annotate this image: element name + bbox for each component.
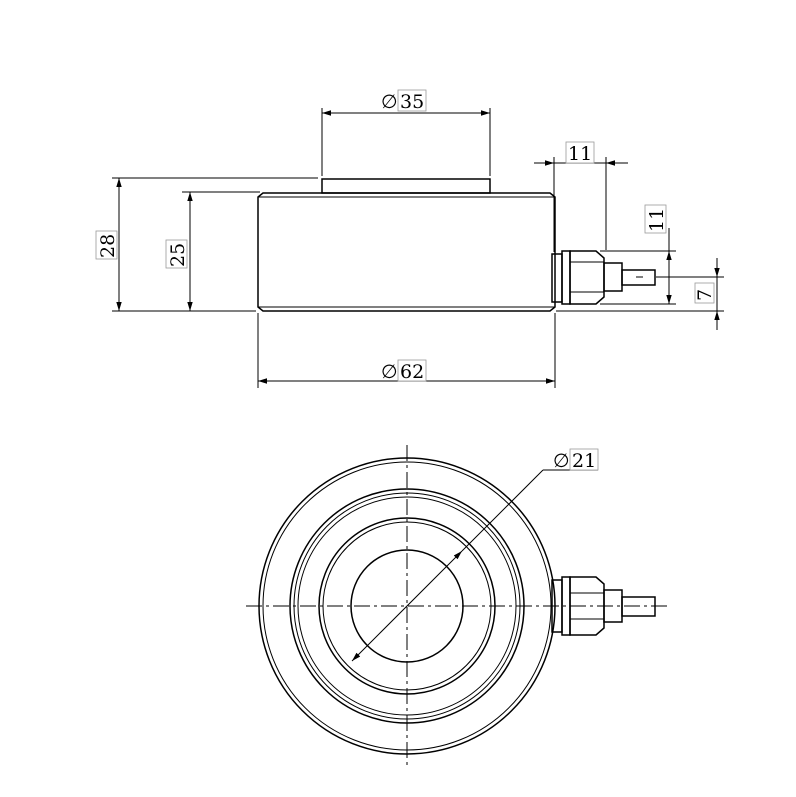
svg-text:21: 21: [572, 450, 596, 472]
svg-text:62: 62: [400, 361, 424, 383]
svg-text:35: 35: [400, 91, 424, 113]
top-view: ∅ 21: [246, 445, 668, 768]
dim-connector-length: 11: [565, 141, 595, 165]
cable-connector-side: [551, 250, 656, 305]
cable-connector-top: [551, 576, 656, 636]
dim-body-diameter: ∅ 62: [381, 359, 427, 383]
svg-text:11: 11: [646, 208, 668, 232]
dim-body-height: 25: [165, 239, 189, 269]
dim-inner-diameter: ∅ 21: [553, 448, 599, 472]
dim-total-height: 28: [95, 230, 119, 260]
middle-ring: [289, 488, 525, 724]
svg-text:11: 11: [568, 143, 592, 165]
svg-text:∅: ∅: [553, 450, 570, 472]
center-bore: [350, 549, 464, 663]
inner-ring: [318, 517, 496, 695]
outer-ring: [258, 457, 556, 755]
svg-text:25: 25: [167, 243, 189, 267]
dim-connector-height: 11: [644, 204, 668, 234]
body-outline: [257, 192, 556, 312]
svg-text:7: 7: [694, 289, 716, 301]
svg-text:∅: ∅: [381, 361, 398, 383]
svg-text:28: 28: [97, 234, 119, 258]
dim-top-diameter: ∅ 35: [381, 89, 427, 113]
svg-text:∅: ∅: [381, 91, 398, 113]
dim-connector-offset: 7: [694, 282, 716, 304]
side-view: ∅ 35 ∅ 62 28 25 11 11 7: [95, 89, 724, 388]
top-boss: [321, 178, 491, 194]
